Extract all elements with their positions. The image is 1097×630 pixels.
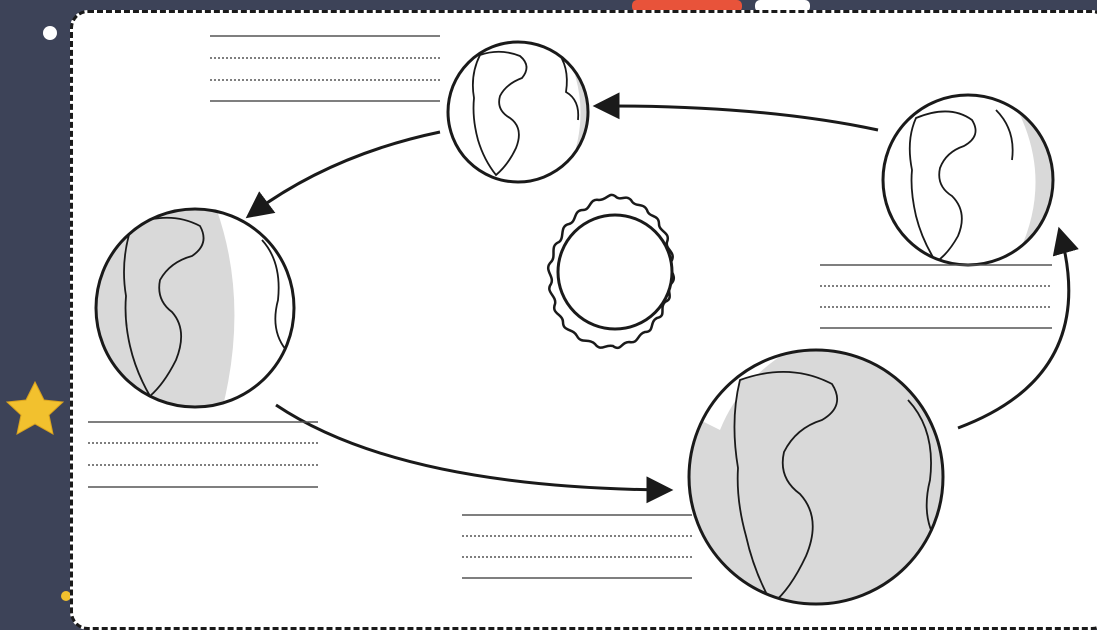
arrow-icon <box>276 405 668 490</box>
label-blank-top[interactable] <box>210 36 440 101</box>
sun-disc <box>558 215 672 329</box>
label-blank-bottom[interactable] <box>462 515 692 578</box>
earth-icon <box>96 205 300 410</box>
arrow-icon <box>250 132 440 215</box>
label-blank-right[interactable] <box>820 265 1052 328</box>
earth-icon <box>689 348 943 604</box>
earth-icon <box>448 40 600 184</box>
sun-icon <box>548 195 674 348</box>
arrow-icon <box>598 106 878 130</box>
orbit-diagram <box>0 0 1097 616</box>
label-blank-left[interactable] <box>88 422 318 487</box>
earth-icon <box>883 95 1060 266</box>
